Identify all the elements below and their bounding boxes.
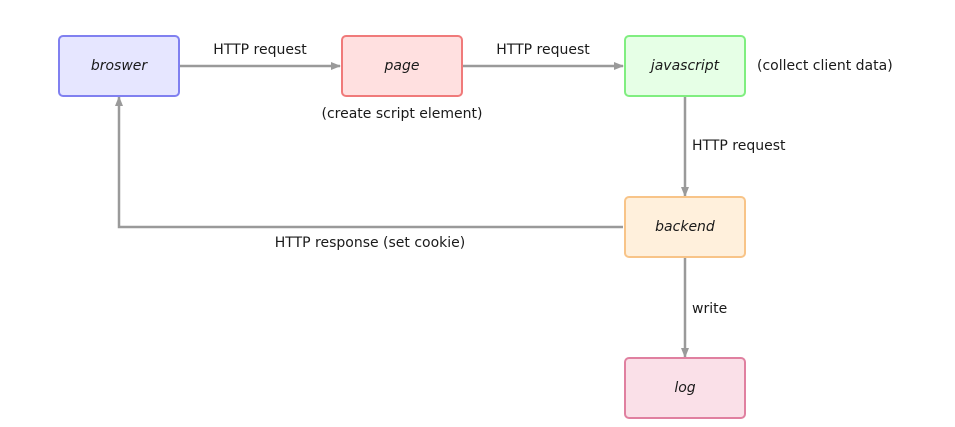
log-node: log [624,357,746,419]
javascript-node: javascript [624,35,746,97]
page-annotation: (create script element) [321,106,483,122]
log-node-label: log [674,380,696,396]
edge-label-backend-to-log: write [692,301,728,317]
backend-node-label: backend [655,219,715,235]
page-node: page [341,35,463,97]
edge-label-javascript-to-backend: HTTP request [692,138,786,154]
browser-node: broswer [58,35,180,97]
edge-label-backend-to-browser: HTTP response (set cookie) [274,235,466,251]
javascript-annotation: (collect client data) [757,58,893,74]
page-node-label: page [384,58,420,74]
edge-backend-to-browser [115,96,623,229]
javascript-node-label: javascript [650,58,720,74]
browser-node-label: broswer [90,58,148,74]
backend-node: backend [624,196,746,258]
edge-label-browser-to-page: HTTP request [213,42,307,58]
edge-label-page-to-javascript: HTTP request [496,42,590,58]
